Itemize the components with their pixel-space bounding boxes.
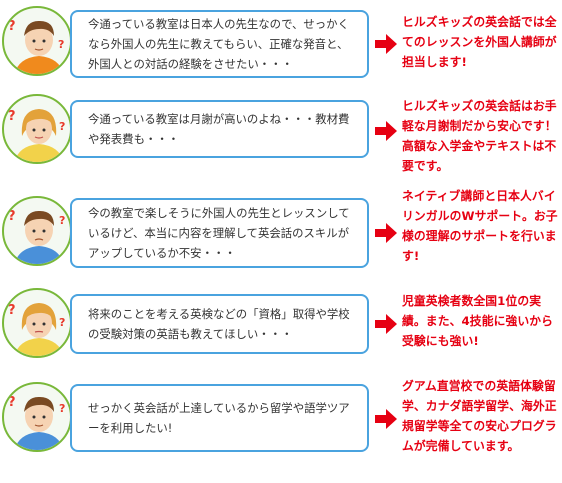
question-text: 今の教室で楽しそうに外国人の先生とレッスンしているけど、本当に内容を理解して英会… bbox=[88, 206, 350, 260]
svg-text:?: ? bbox=[8, 19, 16, 34]
question-text: せっかく英会話が上達しているから留学や語学ツアーを利用したい! bbox=[88, 401, 350, 435]
father-thinking-icon: ? ? bbox=[2, 6, 72, 76]
svg-text:?: ? bbox=[58, 38, 64, 51]
svg-text:?: ? bbox=[8, 209, 16, 224]
right-arrow-icon bbox=[375, 121, 397, 141]
question-bubble: 今通っている教室は月謝が高いのよね・・・教材費や発表費も・・・ bbox=[70, 100, 369, 158]
right-arrow-icon bbox=[375, 34, 397, 54]
father-hoping-icon: ? ? bbox=[2, 382, 72, 452]
svg-text:?: ? bbox=[8, 109, 16, 124]
svg-text:?: ? bbox=[59, 402, 65, 415]
question-bubble: せっかく英会話が上達しているから留学や語学ツアーを利用したい! bbox=[70, 384, 369, 452]
question-text: 今通っている教室は日本人の先生なので、せっかくなら外国人の先生に教えてもらい、正… bbox=[88, 17, 349, 71]
question-bubble: 今通っている教室は日本人の先生なので、せっかくなら外国人の先生に教えてもらい、正… bbox=[70, 10, 369, 78]
answer-text: ヒルズキッズの英会話はお手軽な月謝制だから安心です！高額な入学金やテキストは不要… bbox=[402, 99, 557, 173]
mother-thinking-icon: ? ? bbox=[2, 94, 72, 164]
svg-text:?: ? bbox=[59, 316, 65, 329]
answer-text: ネイティブ講師と日本人バイリンガルのWサポート。お子様の理解のサポートを行います… bbox=[402, 189, 558, 263]
question-bubble: 将来のことを考える英検などの「資格」取得や学校の受験対策の英語も教えてほしい・・… bbox=[70, 294, 369, 354]
right-arrow-icon bbox=[375, 314, 397, 334]
svg-text:?: ? bbox=[59, 214, 65, 227]
question-text: 今通っている教室は月謝が高いのよね・・・教材費や発表費も・・・ bbox=[88, 112, 350, 146]
answer-text: 児童英検者数全国1位の実績。また、4技能に強いから受験にも強い! bbox=[402, 294, 554, 348]
question-text: 将来のことを考える英検などの「資格」取得や学校の受験対策の英語も教えてほしい・・… bbox=[88, 307, 350, 341]
svg-text:?: ? bbox=[8, 395, 16, 410]
right-arrow-icon bbox=[375, 409, 397, 429]
svg-text:?: ? bbox=[8, 303, 16, 318]
answer-text: グアム直営校での英語体験留学、カナダ語学留学、海外正規留学等全ての安心プログラム… bbox=[402, 379, 557, 453]
mother-pondering-icon: ? ? bbox=[2, 288, 72, 358]
answer-text: ヒルズキッズの英会話では全てのレッスンを外国人講師が担当します! bbox=[402, 15, 557, 69]
father-worried-icon: ? ? bbox=[2, 196, 72, 266]
svg-text:?: ? bbox=[59, 120, 65, 133]
right-arrow-icon bbox=[375, 223, 397, 243]
question-bubble: 今の教室で楽しそうに外国人の先生とレッスンしているけど、本当に内容を理解して英会… bbox=[70, 198, 369, 268]
